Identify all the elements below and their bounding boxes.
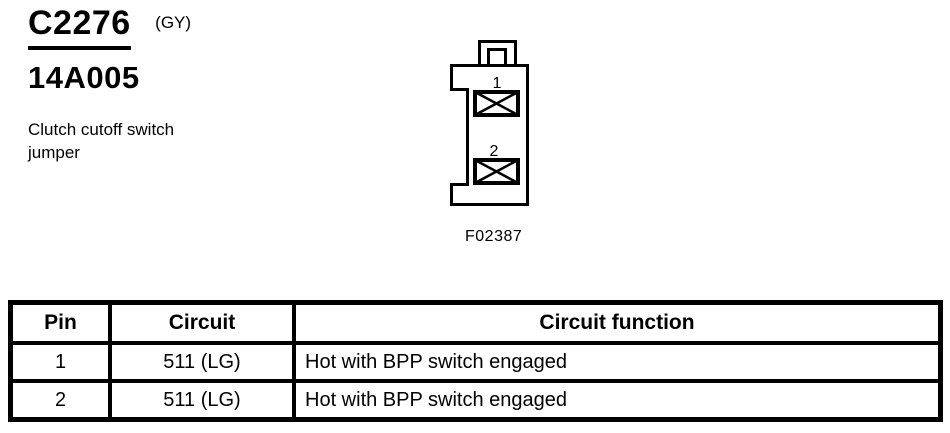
connector-diagram: 1 2: [450, 40, 529, 206]
column-header-circuit-function: Circuit function: [292, 300, 943, 345]
pin-cell: 2: [8, 379, 112, 422]
table-row: 2 511 (LG) Hot with BPP switch engaged: [8, 379, 943, 422]
connector-id-row: C2276 (GY): [28, 5, 192, 50]
connector-description: Clutch cutoff switch jumper: [28, 120, 175, 163]
circuit-function-cell: Hot with BPP switch engaged: [292, 379, 943, 422]
title-block: C2276 (GY) 14A005 Clutch cutoff switch j…: [28, 5, 192, 164]
pin-2-label: 2: [490, 143, 499, 160]
pin-1-label: 1: [493, 75, 502, 92]
circuit-cell: 511 (LG): [108, 379, 296, 422]
terminal-1-icon: [473, 90, 520, 117]
connector-color-code: (GY): [155, 13, 192, 32]
circuit-function-cell: Hot with BPP switch engaged: [292, 341, 943, 383]
column-header-circuit: Circuit: [108, 300, 296, 345]
pinout-table: Pin Circuit Circuit function 1 511 (LG) …: [8, 300, 943, 422]
column-header-pin: Pin: [8, 300, 112, 345]
terminal-2-icon: [473, 158, 520, 185]
table-header-row: Pin Circuit Circuit function: [8, 300, 943, 345]
connector-id: C2276: [28, 5, 131, 50]
part-number: 14A005: [28, 59, 140, 95]
figure-reference-label: F02387: [465, 228, 523, 245]
circuit-cell: 511 (LG): [108, 341, 296, 383]
table-row: 1 511 (LG) Hot with BPP switch engaged: [8, 341, 943, 383]
pin-cell: 1: [8, 341, 112, 383]
connector-tab-icon: [478, 40, 517, 69]
